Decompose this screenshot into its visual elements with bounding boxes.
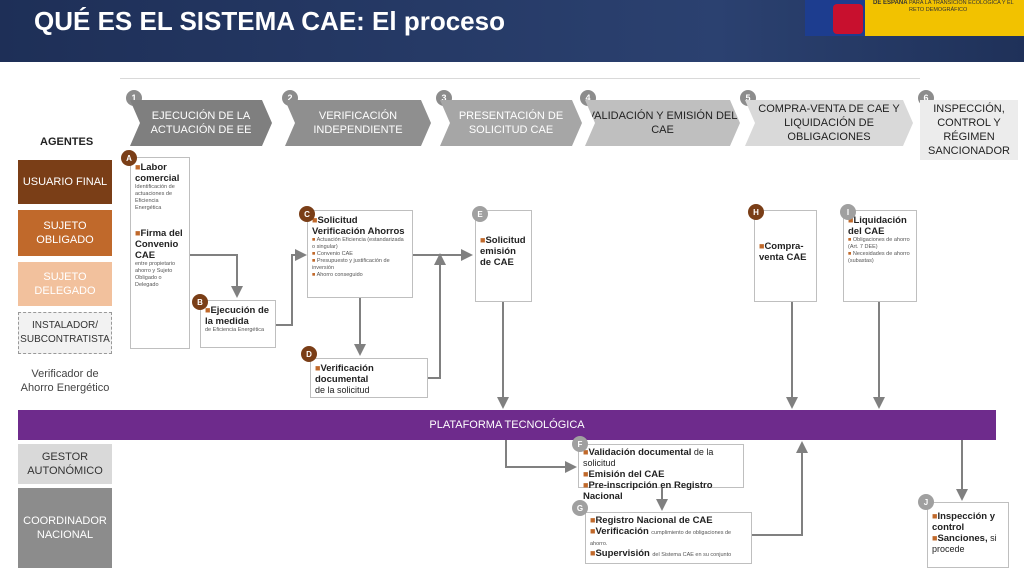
agent-coordinador-nacional: COORDINADOR NACIONAL bbox=[18, 488, 112, 568]
box-f-line-2-bold: Emisión del CAE bbox=[588, 469, 665, 480]
box-a-title-2: Firma del Convenio CAE bbox=[135, 228, 183, 261]
label-i-badge: I bbox=[840, 204, 856, 220]
box-b-text: de Eficiencia Energética bbox=[205, 327, 265, 333]
step-6: INSPECCIÓN, CONTROL Y RÉGIMEN SANCIONADO… bbox=[920, 100, 1018, 160]
box-g-line-2: cumplimiento de obligaciones de ahorro. bbox=[590, 530, 732, 547]
label-b-badge: B bbox=[192, 294, 208, 310]
ministry-logo: DE ESPAÑA PARA LA TRANSICIÓN ECOLÓGICA Y… bbox=[805, 0, 1024, 36]
label-h-badge: H bbox=[748, 204, 764, 220]
arrow-a-to-b bbox=[190, 254, 243, 298]
box-a-text-2: entre propietario ahorro y Sujeto Obliga… bbox=[135, 261, 176, 288]
page-title: QUÉ ES EL SISTEMA CAE: El proceso bbox=[34, 6, 505, 36]
logo-text-1: DE ESPAÑA bbox=[873, 0, 908, 6]
step-5: COMPRA-VENTA DE CAE Y LIQUIDACIÓN DE OBL… bbox=[745, 100, 913, 146]
box-c-item: Actuación Eficiencia (estandarizada o si… bbox=[312, 237, 404, 250]
box-b-title: Ejecución de la medida bbox=[205, 305, 270, 327]
box-j-line-2: si procede bbox=[932, 533, 997, 554]
step-4: VALIDACIÓN Y EMISIÓN DEL CAE bbox=[585, 100, 740, 146]
step-2: VERIFICACIÓN INDEPENDIENTE bbox=[285, 100, 431, 146]
label-d-badge: D bbox=[301, 346, 317, 362]
platform-bar: PLATAFORMA TECNOLÓGICA bbox=[18, 410, 996, 440]
box-g-line-3: del Sistema CAE en su conjunto bbox=[652, 552, 732, 558]
box-i-title: Liquidación del CAE bbox=[848, 215, 907, 237]
arrow-d-to-e bbox=[428, 253, 446, 379]
agent-verificador: Verificador de Ahorro Energético bbox=[18, 358, 112, 404]
box-a: ■Labor comercial Identificación de actua… bbox=[130, 157, 190, 349]
box-c-title: Solicitud Verificación Ahorros bbox=[312, 215, 405, 237]
agent-sujeto-delegado: SUJETO DELEGADO bbox=[18, 262, 112, 306]
agent-usuario-final: USUARIO FINAL bbox=[18, 160, 112, 204]
box-e-title: Solicitud emisión de CAE bbox=[480, 235, 526, 268]
box-j: ■Inspección y control ■Sanciones, si pro… bbox=[927, 502, 1009, 568]
box-f-line-1-bold: Validación documental bbox=[588, 447, 692, 458]
label-a-badge: A bbox=[121, 150, 137, 166]
box-d-text: de la solicitud bbox=[315, 385, 370, 395]
step-3: PRESENTACIÓN DE SOLICITUD CAE bbox=[440, 100, 582, 146]
box-a-title-1: Labor comercial bbox=[135, 162, 180, 184]
box-d-title: Verificación documental bbox=[315, 363, 374, 385]
agent-gestor-autonomico: GESTOR AUTONÓMICO bbox=[18, 444, 112, 484]
box-i: ■Liquidación del CAE ■ Obligaciones de a… bbox=[843, 210, 917, 302]
label-j-badge: J bbox=[918, 494, 934, 510]
arrow-g-to-platform bbox=[752, 441, 808, 536]
box-i-item: Obligaciones de ahorro (Art. 7 DEE) bbox=[848, 237, 910, 250]
box-j-line-1-bold: Inspección y control bbox=[932, 511, 995, 533]
arrow-b-to-c bbox=[276, 249, 307, 326]
box-c-item: Convenio CAE bbox=[316, 251, 353, 257]
box-g-line-3-bold: Supervisión bbox=[595, 548, 650, 559]
arrow-platform-to-f bbox=[505, 440, 577, 473]
box-d: ■Verificación documental de la solicitud bbox=[310, 358, 428, 398]
box-i-item: Necesidades de ahorro (subastas) bbox=[848, 251, 910, 264]
box-e: ■Solicitud emisión de CAE bbox=[475, 210, 532, 302]
box-g-line-2-bold: Verificación bbox=[595, 526, 649, 537]
box-c-item: Presupuesto y justificación de inversión bbox=[312, 258, 390, 271]
box-h-title: Compra-venta CAE bbox=[759, 241, 807, 263]
box-f-line-1: de la solicitud bbox=[583, 447, 714, 468]
logo-text-2: PARA LA TRANSICIÓN ECOLÓGICA Y EL RETO D… bbox=[909, 0, 1014, 13]
box-f-line-3-bold: Pre-inscripción en Registro Nacional bbox=[583, 480, 713, 502]
label-c-badge: C bbox=[299, 206, 315, 222]
box-h: ■Compra-venta CAE bbox=[754, 210, 817, 302]
label-g-badge: G bbox=[572, 500, 588, 516]
label-f-badge: F bbox=[572, 436, 588, 452]
box-g-line-1-bold: Registro Nacional de CAE bbox=[595, 515, 713, 526]
label-e-badge: E bbox=[472, 206, 488, 222]
agent-instalador: INSTALADOR/ SUBCONTRATISTA bbox=[18, 312, 112, 354]
agents-title: AGENTES bbox=[40, 136, 94, 148]
box-c: ■Solicitud Verificación Ahorros ■ Actuac… bbox=[307, 210, 413, 298]
step-1: EJECUCIÓN DE LA ACTUACIÓN DE EE bbox=[130, 100, 272, 146]
box-g: ■Registro Nacional de CAE ■Verificación … bbox=[585, 512, 752, 564]
divider bbox=[120, 78, 920, 79]
box-c-item: Ahorro conseguido bbox=[316, 272, 363, 278]
coat-of-arms-icon bbox=[833, 4, 863, 34]
box-b: ■Ejecución de la medida de Eficiencia En… bbox=[200, 300, 276, 348]
box-j-line-2-bold: Sanciones, bbox=[937, 533, 988, 544]
box-f: ■Validación documental de la solicitud ■… bbox=[578, 444, 744, 502]
agent-sujeto-obligado: SUJETO OBLIGADO bbox=[18, 210, 112, 256]
box-a-text-1: Identificación de actuaciones de Eficien… bbox=[135, 184, 175, 211]
